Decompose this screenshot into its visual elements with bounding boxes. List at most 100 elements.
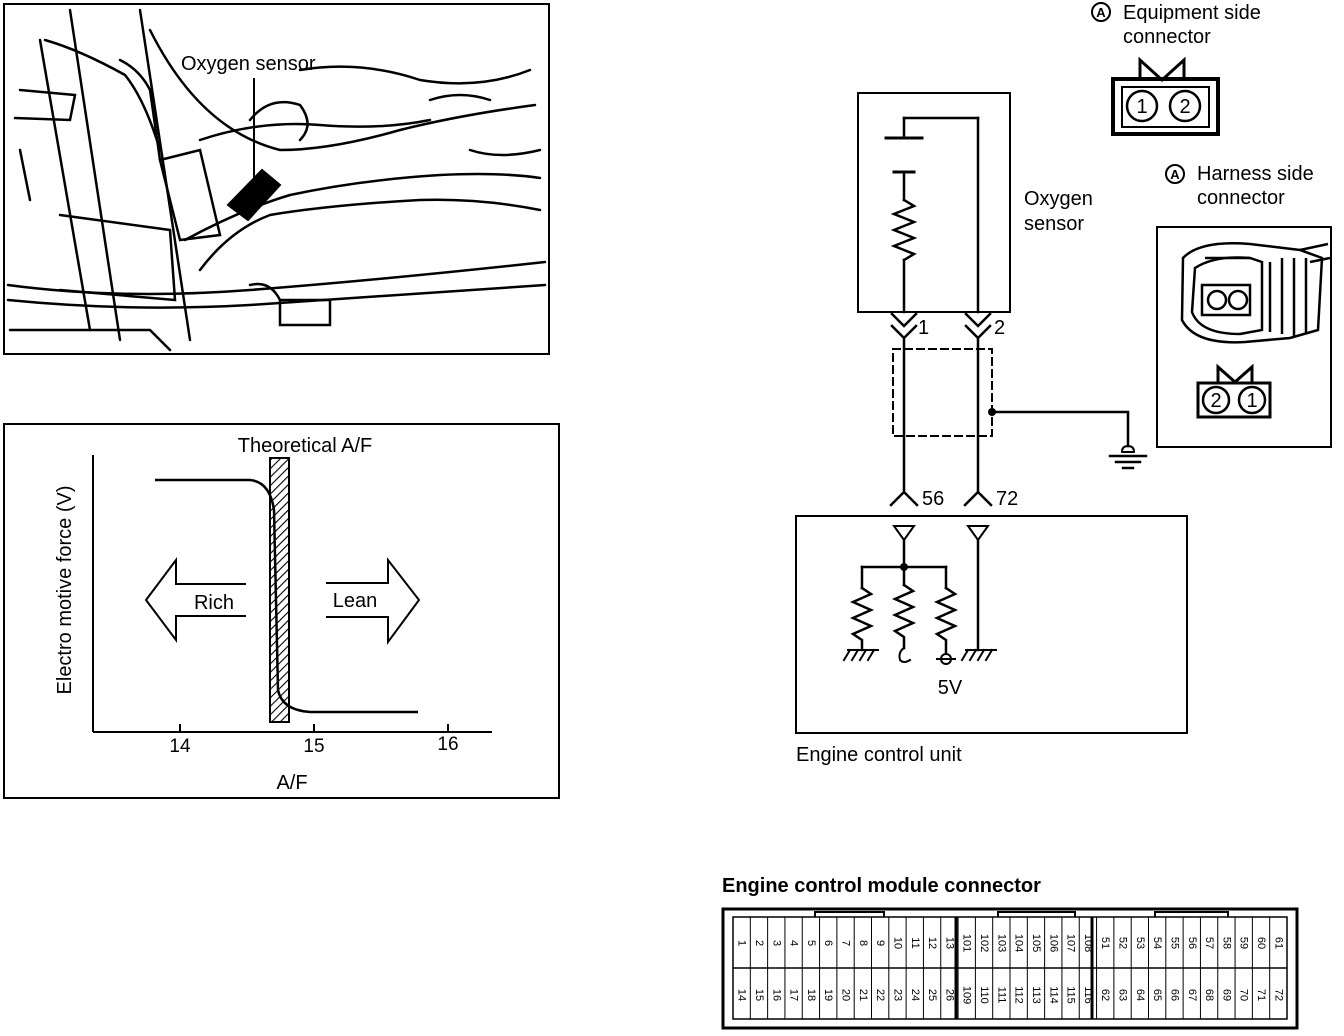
ecm-pin-top: 56 — [1186, 937, 1198, 949]
ecm-pin-bottom: 14 — [736, 989, 748, 1001]
equipment-side-connector: A Equipment side connector 1 2 — [1091, 2, 1261, 136]
ecm-pin-bottom: 72 — [1272, 989, 1284, 1001]
ecm-pin-bottom: 23 — [891, 989, 903, 1001]
x-tick-label: 14 — [169, 736, 191, 757]
harness-pin-label: 1 — [1246, 390, 1257, 412]
harness-side-connector: A Harness side connector 2 1 — [1156, 163, 1332, 448]
ecm-pin-bottom: 71 — [1255, 989, 1267, 1001]
connector-chevron-2 — [964, 312, 992, 340]
ecm-connector-title: Engine control module connector — [722, 875, 1041, 897]
harness-title-line-1: Harness side — [1197, 163, 1314, 185]
ecu-resistor-left — [849, 586, 875, 652]
ecu-pin-label-b: 72 — [996, 488, 1018, 510]
ecu-voltage-label: 5V — [938, 677, 963, 699]
ecm-pin-bottom: 116 — [1082, 986, 1094, 1004]
ecm-key-tab — [814, 911, 885, 917]
ecm-pin-bottom: 68 — [1203, 989, 1215, 1001]
ecm-pin-bottom: 112 — [1013, 986, 1025, 1004]
ecm-pin-top: 61 — [1272, 937, 1284, 949]
heater-resistor — [890, 198, 918, 262]
ecm-pin-bottom: 20 — [840, 989, 852, 1001]
ecm-pin-top: 1 — [736, 940, 748, 946]
ecm-pin-top: 10 — [891, 937, 903, 949]
ecu-terminal-a — [892, 525, 916, 542]
rich-label: Rich — [194, 592, 234, 614]
harness-pin-label: 2 — [1210, 390, 1221, 412]
equipment-badge: A — [1096, 5, 1106, 20]
ecu-resistor-right — [933, 586, 959, 656]
ecm-pin-top: 53 — [1134, 937, 1146, 949]
equipment-title-line-1: Equipment side — [1123, 2, 1261, 24]
harness-title-line-2: connector — [1197, 187, 1285, 209]
ecu-label: Engine control unit — [796, 744, 962, 766]
x-axis-label: A/F — [276, 772, 307, 794]
ecm-pin-top: 9 — [874, 940, 886, 946]
ecm-pin-bottom: 21 — [857, 989, 869, 1001]
ecm-pin-top: 105 — [1030, 934, 1042, 952]
ecm-pin-bottom: 69 — [1220, 989, 1232, 1001]
ecm-connector: Engine control module connector 11421531… — [721, 875, 1299, 1030]
oxygen-sensor-body — [226, 168, 282, 222]
rich-arrow — [144, 557, 246, 643]
ground-bulb — [1120, 444, 1136, 453]
equipment-connector-inner — [1121, 86, 1210, 128]
engine-bay-illustration: Oxygen sensor — [3, 3, 550, 355]
ecm-pin-bottom: 15 — [753, 989, 765, 1001]
ecm-pin-bottom: 26 — [943, 989, 955, 1001]
ecm-pin-top: 12 — [926, 937, 938, 949]
circuit-diagram: 1 2 56 72 — [795, 92, 1188, 766]
harness-badge-icon — [1165, 164, 1185, 184]
ecm-key-tab — [1154, 911, 1229, 917]
equipment-connector-key — [1138, 56, 1186, 83]
ecm-pin-top: 2 — [753, 940, 765, 946]
ecm-pin-top: 55 — [1168, 937, 1180, 949]
equipment-pin-1 — [1125, 89, 1159, 123]
ecu-pin-label-a: 56 — [922, 488, 944, 510]
ecm-pin-top: 11 — [909, 937, 921, 948]
ecm-pin-top: 108 — [1082, 934, 1094, 952]
sensor-label-line-2: sensor — [1024, 213, 1084, 235]
ecm-pin-top: 101 — [961, 934, 973, 952]
shield-ground-wire — [990, 410, 1130, 448]
ecm-pin-bottom: 109 — [961, 986, 973, 1004]
ecm-pin-bottom: 17 — [788, 989, 800, 1001]
ecm-pin-bottom: 24 — [909, 989, 921, 1001]
ecm-pin-top: 102 — [978, 934, 990, 952]
ecm-pin-top: 57 — [1203, 937, 1215, 949]
ecu-terminal-b — [966, 525, 990, 542]
sensor-label-line-1: Oxygen — [1024, 188, 1093, 210]
ecm-pin-top: 5 — [805, 940, 817, 946]
ecm-pin-top: 52 — [1117, 937, 1129, 949]
y-axis-label: Electro motive force (V) — [54, 486, 76, 695]
ecm-pin-top: 58 — [1220, 937, 1232, 949]
ecm-pin-grid: 1142153164175186197208219221023112412251… — [736, 917, 1284, 1019]
ecm-pin-top: 7 — [840, 940, 852, 946]
ecm-pin-bottom: 111 — [995, 987, 1007, 1004]
ecu-reference-hook — [898, 646, 912, 663]
ecm-pin-bottom: 70 — [1238, 989, 1250, 1001]
graph-title: Theoretical A/F — [238, 435, 373, 457]
ecm-pin-top: 54 — [1151, 937, 1163, 949]
lean-label: Lean — [333, 590, 378, 612]
ecm-pin-bottom: 67 — [1186, 989, 1198, 1001]
ecm-pin-bottom: 25 — [926, 989, 938, 1001]
equipment-title-line-2: connector — [1123, 26, 1211, 48]
ecm-pin-bottom: 64 — [1134, 989, 1146, 1001]
equipment-pin-label: 2 — [1179, 96, 1190, 118]
ecm-pin-top: 3 — [770, 940, 782, 946]
harness-pin-2 — [1201, 385, 1231, 415]
harness-connector-key — [1216, 363, 1254, 385]
ecm-key-tab — [997, 911, 1076, 917]
equipment-pin-label: 1 — [1136, 96, 1147, 118]
af-graph: Theoretical A/F 14 15 16 A/F Electro mot… — [3, 423, 560, 799]
emf-curve — [155, 478, 418, 714]
ecm-pin-bottom: 62 — [1099, 989, 1111, 1001]
ecm-pin-top: 106 — [1047, 934, 1059, 952]
ecu-resistor-mid — [891, 583, 917, 650]
ecm-pin-top: 107 — [1065, 934, 1077, 952]
oxygen-sensor-callout: Oxygen sensor — [181, 53, 316, 75]
ecm-pin-bottom: 22 — [874, 989, 886, 1001]
ecm-pin-bottom: 16 — [770, 989, 782, 1001]
ecm-pin-bottom: 18 — [805, 989, 817, 1001]
